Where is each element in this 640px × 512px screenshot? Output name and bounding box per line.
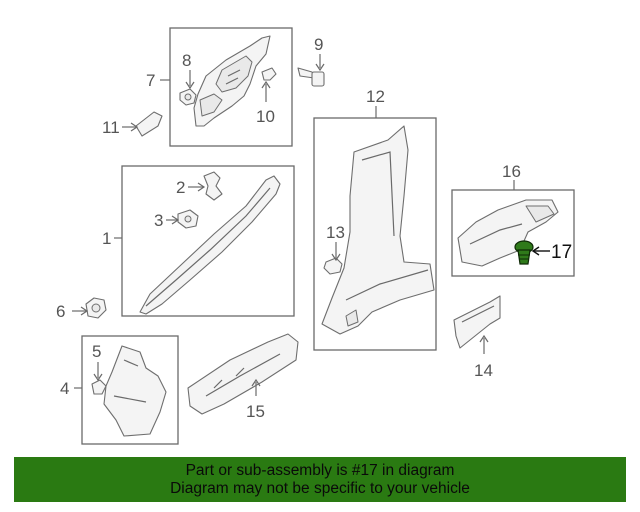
arrow-13 bbox=[331, 253, 341, 262]
part-16-quarter-trim bbox=[457, 199, 559, 267]
part-12-b-pillar-trim bbox=[321, 125, 435, 335]
callout-17: 17 bbox=[551, 242, 572, 263]
arrow-10 bbox=[261, 80, 271, 89]
info-banner: Part or sub-assembly is #17 in diagram D… bbox=[14, 457, 626, 502]
part-group-7-frame bbox=[169, 27, 293, 147]
arrow-9 bbox=[315, 63, 325, 72]
callout-8: 8 bbox=[182, 51, 191, 70]
callout-10: 10 bbox=[256, 107, 275, 126]
part-15-scuff-plate bbox=[187, 333, 299, 415]
callout-1: 1 bbox=[102, 229, 111, 248]
part-13-clip bbox=[323, 257, 343, 275]
callout-15: 15 bbox=[246, 402, 265, 421]
arrow-6 bbox=[80, 306, 89, 316]
banner-line-1: Part or sub-assembly is #17 in diagram bbox=[185, 462, 455, 479]
part-group-4-frame bbox=[81, 335, 179, 445]
part-9-bolt bbox=[297, 67, 325, 87]
callout-16: 16 bbox=[502, 162, 521, 181]
arrow-2 bbox=[197, 182, 206, 192]
callout-14: 14 bbox=[474, 361, 493, 380]
part-group-1-frame bbox=[121, 165, 295, 317]
callout-11: 11 bbox=[102, 118, 120, 137]
callout-9: 9 bbox=[314, 35, 323, 54]
part-group-16-frame bbox=[451, 189, 575, 277]
arrow-15 bbox=[251, 378, 261, 387]
arrow-14 bbox=[479, 334, 489, 343]
callout-4: 4 bbox=[60, 379, 69, 398]
part-2-clip bbox=[203, 171, 223, 201]
arrow-8 bbox=[185, 81, 195, 90]
arrow-17 bbox=[531, 246, 540, 256]
part-4-lower-trim bbox=[103, 345, 167, 437]
part-8-clip bbox=[179, 88, 197, 106]
part-3-clip bbox=[177, 209, 199, 229]
part-group-12-frame bbox=[313, 117, 437, 351]
part-5-clip bbox=[91, 379, 107, 395]
callout-3: 3 bbox=[154, 211, 163, 230]
callout-12: 12 bbox=[366, 87, 385, 106]
arrow-5 bbox=[93, 373, 103, 382]
banner-line-2: Diagram may not be specific to your vehi… bbox=[170, 480, 470, 497]
part-14-bracket bbox=[453, 295, 501, 349]
part-10-clip bbox=[261, 67, 277, 81]
callout-13: 13 bbox=[326, 223, 345, 242]
callout-7: 7 bbox=[146, 71, 155, 90]
arrow-3 bbox=[171, 215, 180, 225]
callout-6: 6 bbox=[56, 302, 65, 321]
part-17-clip-highlighted bbox=[514, 240, 534, 265]
callout-5: 5 bbox=[92, 342, 101, 361]
arrow-11 bbox=[130, 122, 139, 132]
part-11-garnish bbox=[135, 111, 163, 137]
part-6-nut bbox=[85, 297, 107, 319]
part-7-upper-trim bbox=[193, 35, 271, 127]
part-1-a-pillar-trim bbox=[139, 175, 281, 315]
callout-2: 2 bbox=[176, 178, 185, 197]
